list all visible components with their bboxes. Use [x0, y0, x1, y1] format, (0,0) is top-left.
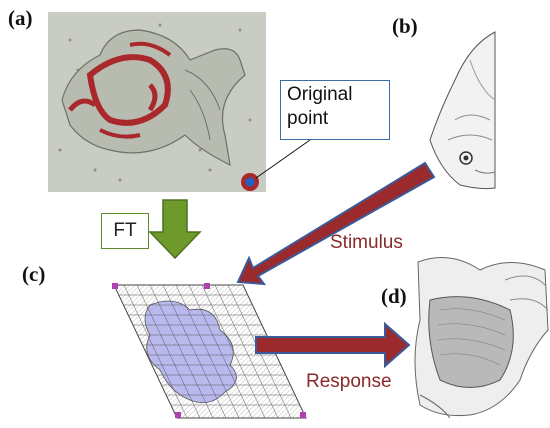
- panel-b-fish-sketch-image: [429, 31, 496, 190]
- callout-line-1: Original: [287, 84, 353, 105]
- panel-b-label: (b): [392, 14, 418, 38]
- panel-d-fish-render-image: [414, 257, 549, 419]
- ft-label-box: FT: [101, 213, 149, 249]
- panel-a-relief-image: [48, 12, 266, 192]
- callout-line-2: point: [287, 107, 329, 129]
- callout-leader-line: [255, 139, 311, 179]
- response-label: Response: [306, 371, 392, 392]
- original-point-callout: Original point: [280, 80, 390, 140]
- panel-c-label: (c): [22, 262, 46, 286]
- response-arrow: [255, 321, 411, 369]
- stimulus-label: Stimulus: [330, 232, 403, 253]
- panel-a-label: (a): [8, 6, 33, 30]
- ft-arrow: [148, 199, 202, 260]
- panel-d-label: (d): [381, 284, 407, 308]
- panel-c-grid-mesh-image: [112, 283, 307, 419]
- stimulus-arrow: [236, 161, 436, 286]
